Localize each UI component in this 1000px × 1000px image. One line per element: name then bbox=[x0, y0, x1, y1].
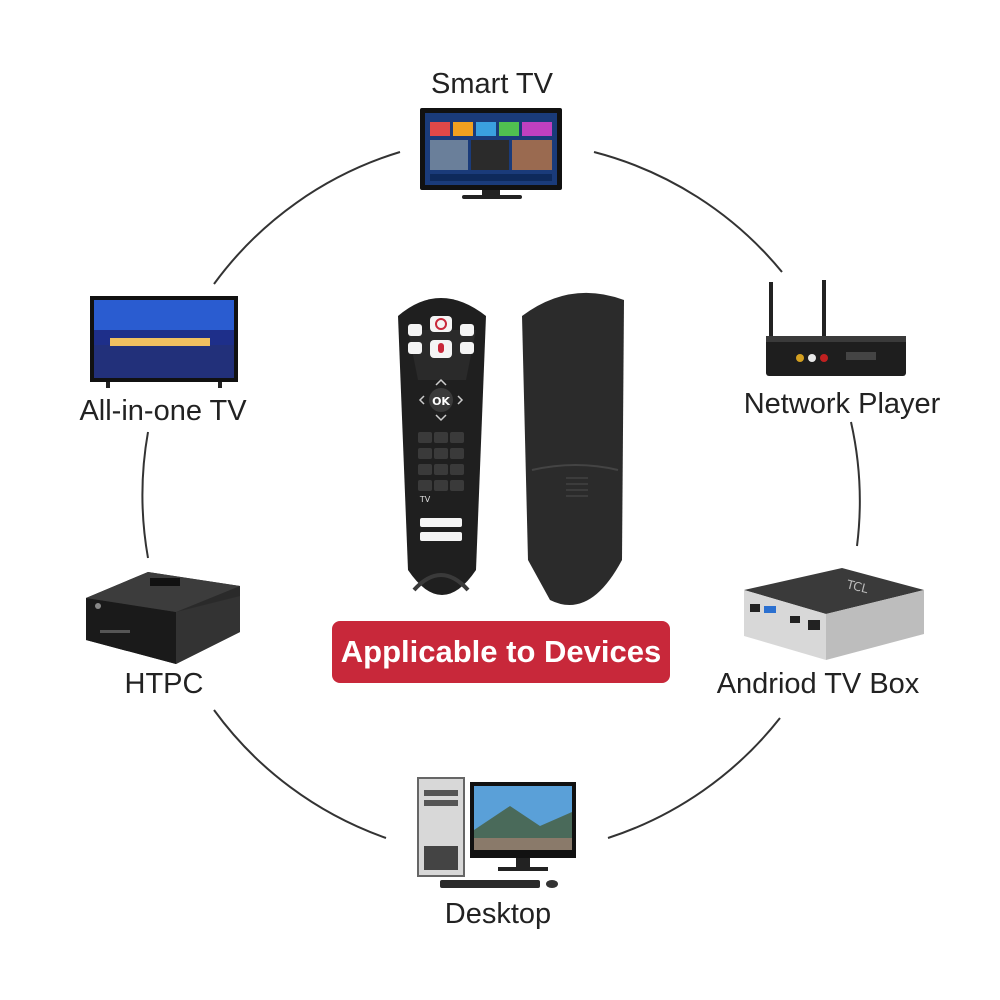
power-key-icon bbox=[435, 318, 447, 330]
mic-key-icon bbox=[438, 343, 444, 353]
label-android-tv-box: Andriod TV Box bbox=[716, 668, 920, 700]
ring-arc-top-left bbox=[213, 151, 401, 285]
label-network-player: Network Player bbox=[743, 388, 941, 420]
ring-arc-top-right bbox=[593, 151, 783, 273]
remote-back-illustration bbox=[522, 292, 624, 605]
all-in-one-tv-icon bbox=[90, 296, 238, 388]
ring-arc-bottom-right bbox=[607, 717, 781, 839]
connection-ring bbox=[141, 151, 861, 839]
label-smart-tv: Smart TV bbox=[431, 68, 553, 100]
desktop-computer-icon bbox=[417, 777, 576, 888]
label-all-in-one-tv: All-in-one TV bbox=[79, 395, 247, 427]
network-player-icon bbox=[766, 280, 906, 376]
ok-key-label: OK bbox=[432, 395, 450, 408]
applicable-devices-badge: Applicable to Devices bbox=[332, 621, 670, 683]
android-tv-box-icon: TCL bbox=[744, 568, 924, 660]
ring-arc-left bbox=[141, 431, 149, 559]
tv-key-label: TV bbox=[419, 495, 431, 504]
smart-tv-icon bbox=[420, 108, 562, 199]
ring-arc-right bbox=[850, 421, 861, 547]
label-desktop: Desktop bbox=[444, 898, 552, 930]
ok-key bbox=[429, 388, 453, 412]
ring-arc-bottom-left bbox=[213, 709, 387, 839]
label-htpc: HTPC bbox=[124, 668, 204, 700]
htpc-case-icon bbox=[86, 572, 240, 664]
tcl-brand-text: TCL bbox=[844, 577, 870, 596]
remote-front-illustration: OK TV bbox=[398, 298, 486, 595]
